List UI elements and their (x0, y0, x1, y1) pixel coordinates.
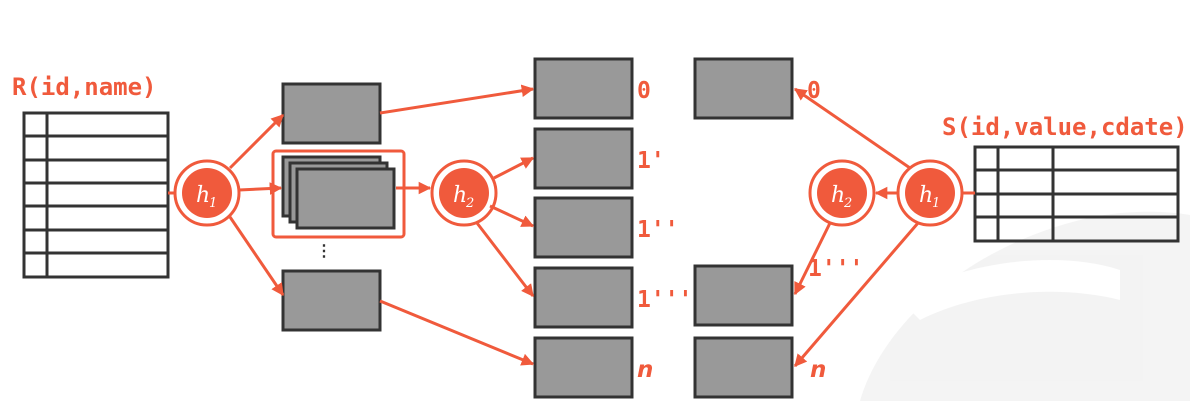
partition-bucket-n (533, 336, 634, 399)
hash-function-h2-left: h 2 (430, 159, 498, 227)
s-label-1c: 1''' (808, 256, 863, 282)
svg-text:2: 2 (465, 196, 474, 211)
partition-bucket-1c (533, 266, 634, 329)
relation-s-title: S(id,value,cdate) (942, 113, 1188, 141)
partition-bucket-0 (533, 57, 634, 120)
hash-function-h1-left: h 1 (173, 159, 241, 227)
partition-bucket-1a (533, 127, 634, 190)
svg-text:h: h (919, 183, 933, 208)
level1-bucket-stack (271, 149, 406, 239)
svg-text:h: h (453, 183, 467, 208)
svg-text:1: 1 (932, 196, 940, 211)
s-bucket-n (693, 336, 794, 399)
svg-text:h: h (196, 183, 210, 208)
svg-text:1: 1 (209, 196, 217, 211)
partition-bucket-1b (533, 196, 634, 259)
partition-label-1a: 1' (637, 148, 665, 174)
partition-label-1c: 1''' (637, 287, 692, 313)
partition-label-0: 0 (637, 78, 651, 104)
level1-bucket-bottom (281, 269, 382, 332)
s-label-n: n (810, 357, 826, 383)
s-bucket-0 (693, 57, 794, 120)
relation-r-title: R(id,name) (12, 73, 157, 101)
partition-label-n: n (637, 357, 653, 383)
partition-label-1b: 1'' (637, 217, 679, 243)
svg-text:h: h (831, 183, 845, 208)
ellipsis-marker: ⋮ (316, 241, 332, 260)
flow-arrows (168, 84, 975, 367)
s-label-0: 0 (807, 78, 821, 104)
hash-function-h1-right: h 1 (896, 159, 964, 227)
level1-bucket-top (281, 82, 382, 145)
hash-function-h2-right: h 2 (808, 159, 876, 227)
background-watermark (860, 211, 1190, 401)
svg-text:2: 2 (843, 196, 852, 211)
relation-r-table (22, 111, 170, 279)
s-bucket-1c (693, 264, 794, 327)
